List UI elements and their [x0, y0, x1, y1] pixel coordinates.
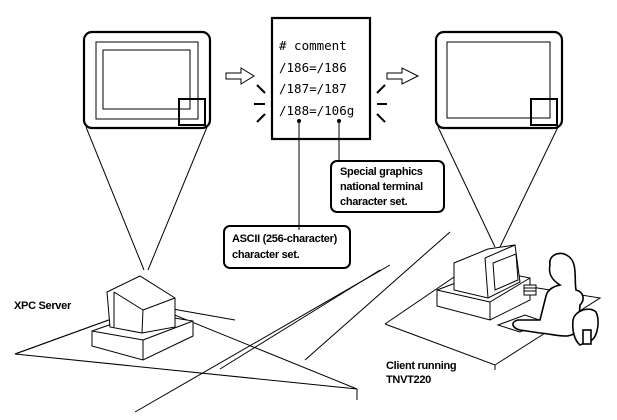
- callout-special-graphics-line2: national terminal: [340, 181, 423, 193]
- callout-ascii-line1: ASCII (256-character): [232, 233, 338, 245]
- user-figure: [512, 252, 599, 346]
- callout-special-graphics-box: [330, 160, 445, 213]
- config-file-box: [270, 16, 372, 141]
- server-label: XPC Server: [14, 300, 72, 312]
- connector-dot: [337, 119, 341, 123]
- server-screen: [82, 30, 212, 271]
- client-label-line1: Client running: [386, 360, 456, 372]
- client-screen: [434, 30, 564, 248]
- burst-lines: [254, 84, 387, 123]
- zoom-region-left: [178, 98, 206, 126]
- config-line-187: /187=/187: [279, 81, 347, 96]
- arrow-right-icon: [225, 67, 255, 85]
- client-computer: [436, 244, 547, 333]
- config-line-comment: # comment: [279, 38, 347, 53]
- config-line-188: /188=/106g: [279, 103, 354, 118]
- server-computer: [91, 275, 194, 361]
- callout-special-graphics-line1: Special graphics: [340, 166, 423, 178]
- zoom-region-right: [530, 98, 558, 126]
- callout-special-graphics-line3: character set.: [340, 196, 408, 208]
- config-line-186: /186=/186: [279, 60, 347, 75]
- client-label-line2: TNVT220: [386, 374, 431, 386]
- callout-ascii-box: [223, 225, 351, 269]
- connector-dot: [297, 119, 301, 123]
- callout-ascii-line2: character set.: [232, 249, 300, 261]
- floor-lines: [14, 231, 602, 413]
- arrow-right-icon: [386, 67, 420, 85]
